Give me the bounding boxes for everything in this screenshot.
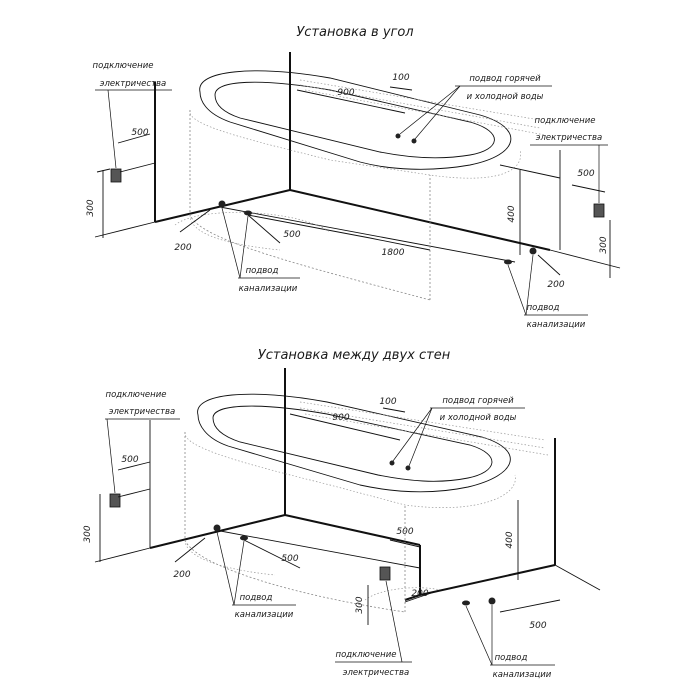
floor-guides	[219, 206, 516, 263]
svg-text:подвод: подвод	[527, 303, 560, 313]
label-electricity-bottom: подключение электричества	[335, 580, 412, 678]
dim-500-left: 500	[131, 128, 148, 138]
drain-right	[488, 597, 496, 605]
water-inlet-hot	[389, 460, 395, 466]
dim-500-floor: 500	[283, 230, 300, 240]
svg-text:канализации: канализации	[235, 610, 294, 620]
label-drain-left: подвод канализации	[221, 207, 300, 294]
dim-500-floor: 500	[281, 554, 298, 564]
drain-right	[529, 247, 537, 255]
dim-500-right: 500	[529, 621, 546, 631]
dim-300-bottom: 300	[355, 596, 365, 613]
svg-text:электричества: электричества	[536, 133, 602, 143]
label-water-supply: подвод горячей и холодной воды	[392, 396, 525, 467]
dimension-lines	[96, 86, 611, 278]
dim-500-right: 500	[577, 169, 594, 179]
svg-text:подвод горячей: подвод горячей	[442, 396, 514, 406]
drain-center	[244, 210, 252, 216]
svg-text:подключение: подключение	[106, 390, 167, 400]
svg-text:канализации: канализации	[527, 320, 586, 330]
svg-text:подвод: подвод	[495, 653, 528, 663]
svg-text:электричества: электричества	[109, 407, 175, 417]
electrical-outlet-bottom	[379, 566, 391, 581]
svg-text:электричества: электричества	[100, 79, 166, 89]
svg-text:подключение: подключение	[535, 116, 596, 126]
dim-400: 400	[505, 531, 515, 548]
dim-300-right: 300	[599, 236, 609, 253]
drain-left	[218, 200, 226, 208]
wall-floor-edge-right	[289, 189, 551, 251]
drain-left	[213, 524, 221, 532]
walls	[94, 368, 601, 601]
svg-text:канализации: канализации	[493, 670, 552, 680]
svg-text:подключение: подключение	[336, 650, 397, 660]
label-drain-left: подвод канализации	[216, 531, 296, 620]
dim-200-right: 200	[547, 280, 564, 290]
dim-200-left: 200	[174, 243, 191, 253]
svg-text:подвод горячей: подвод горячей	[469, 74, 541, 84]
dim-900: 900	[332, 413, 349, 423]
dim-500-top: 500	[396, 527, 413, 537]
between-walls-installation-diagram: Установка между двух стен	[83, 348, 601, 680]
electrical-outlet-left	[109, 493, 121, 508]
label-electricity-left: подключение электричества	[105, 390, 180, 494]
corner-installation-diagram: Установка в угол	[86, 25, 621, 330]
dimension-lines	[99, 407, 561, 625]
label-water-supply: подвод горячей и холодной воды	[399, 74, 552, 140]
dim-100: 100	[379, 397, 396, 407]
label-drain-right: подвод канализации	[465, 605, 555, 680]
label-electricity-right: подключение электричества	[530, 116, 608, 203]
svg-text:подвод: подвод	[246, 266, 279, 276]
svg-text:подвод: подвод	[240, 593, 273, 603]
dim-100: 100	[392, 73, 409, 83]
water-inlet-hot	[395, 133, 401, 139]
dim-300-left: 300	[86, 199, 96, 216]
svg-text:подключение: подключение	[93, 61, 154, 71]
label-electricity-left: подключение электричества	[93, 61, 172, 169]
between-walls-installation-title: Установка между двух стен	[258, 348, 451, 363]
corner-installation-title: Установка в угол	[296, 25, 413, 40]
dim-1800: 1800	[382, 248, 405, 258]
svg-text:и холодной воды: и холодной воды	[440, 413, 517, 423]
dim-300-left: 300	[83, 525, 93, 542]
svg-text:электричества: электричества	[343, 668, 409, 678]
bathtub	[174, 70, 546, 301]
drain-right-outlet	[462, 600, 470, 606]
dim-400: 400	[507, 205, 517, 222]
svg-text:и холодной воды: и холодной воды	[467, 92, 544, 102]
electrical-outlet-left	[110, 168, 122, 183]
water-inlet-cold	[405, 465, 411, 471]
electrical-outlet-right	[593, 203, 605, 218]
label-drain-right: подвод канализации	[507, 254, 588, 330]
dim-900: 900	[337, 88, 354, 98]
svg-text:канализации: канализации	[239, 284, 298, 294]
drain-right-outlet	[504, 259, 512, 265]
floor-guide	[214, 529, 421, 569]
dim-200-left: 200	[173, 570, 190, 580]
drain-center	[240, 535, 248, 541]
dim-200-right: 200	[411, 589, 428, 599]
water-inlet-cold	[411, 138, 417, 144]
dim-500-left: 500	[121, 455, 138, 465]
